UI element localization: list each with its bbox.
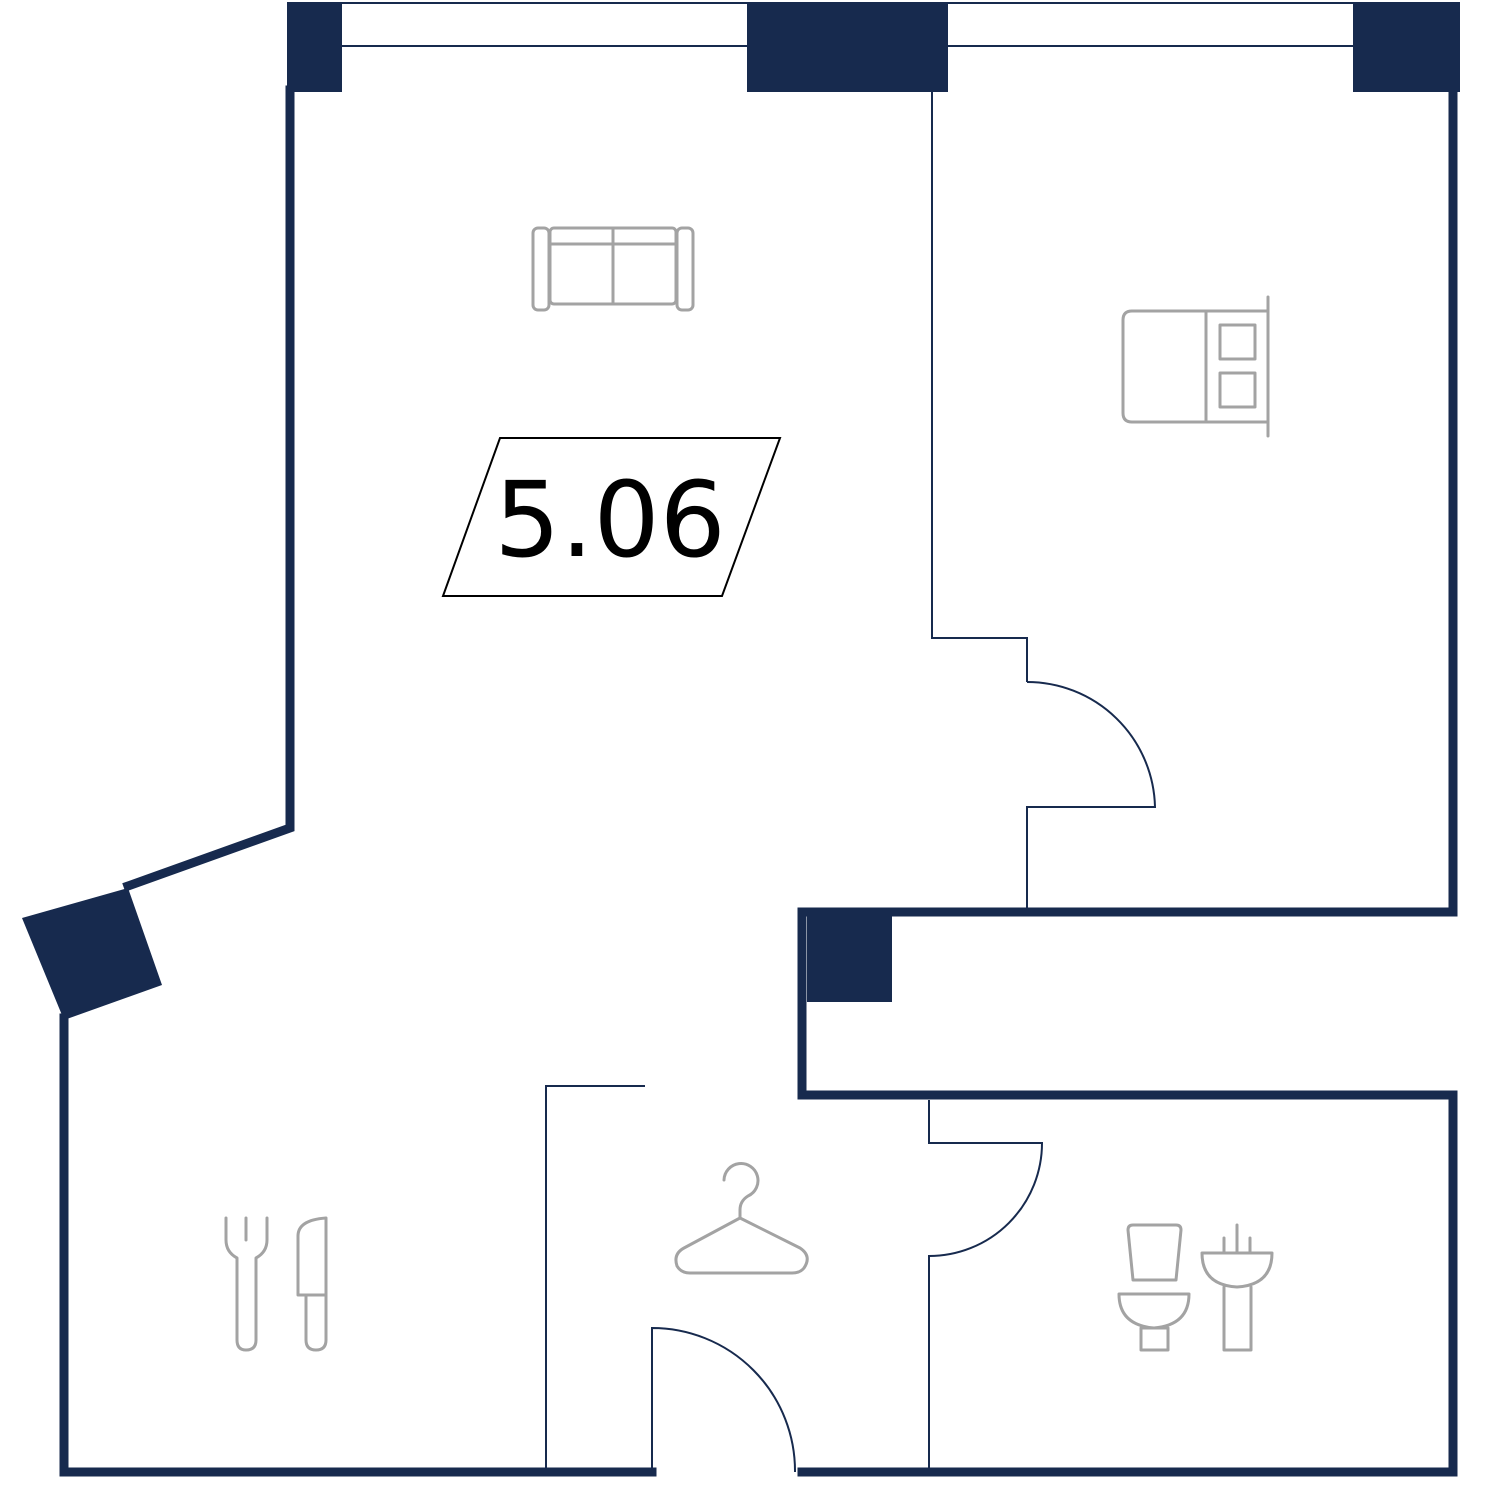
toilet-icon	[1117, 1223, 1191, 1352]
bathroom-door	[928, 1100, 1044, 1470]
walls	[59, 85, 1458, 1477]
bed-icon	[1121, 295, 1270, 438]
pillars	[22, 2, 1460, 1020]
sofa-icon	[531, 226, 695, 312]
area-value: 5.06	[494, 459, 726, 581]
bedroom-door	[1026, 681, 1157, 910]
fork-knife-icon	[224, 1216, 328, 1352]
area-label: 5.06	[441, 437, 782, 597]
entrance-door	[651, 1326, 797, 1475]
partitions	[545, 92, 1157, 1475]
sink-icon	[1200, 1223, 1274, 1352]
hanger-icon	[674, 1162, 809, 1275]
